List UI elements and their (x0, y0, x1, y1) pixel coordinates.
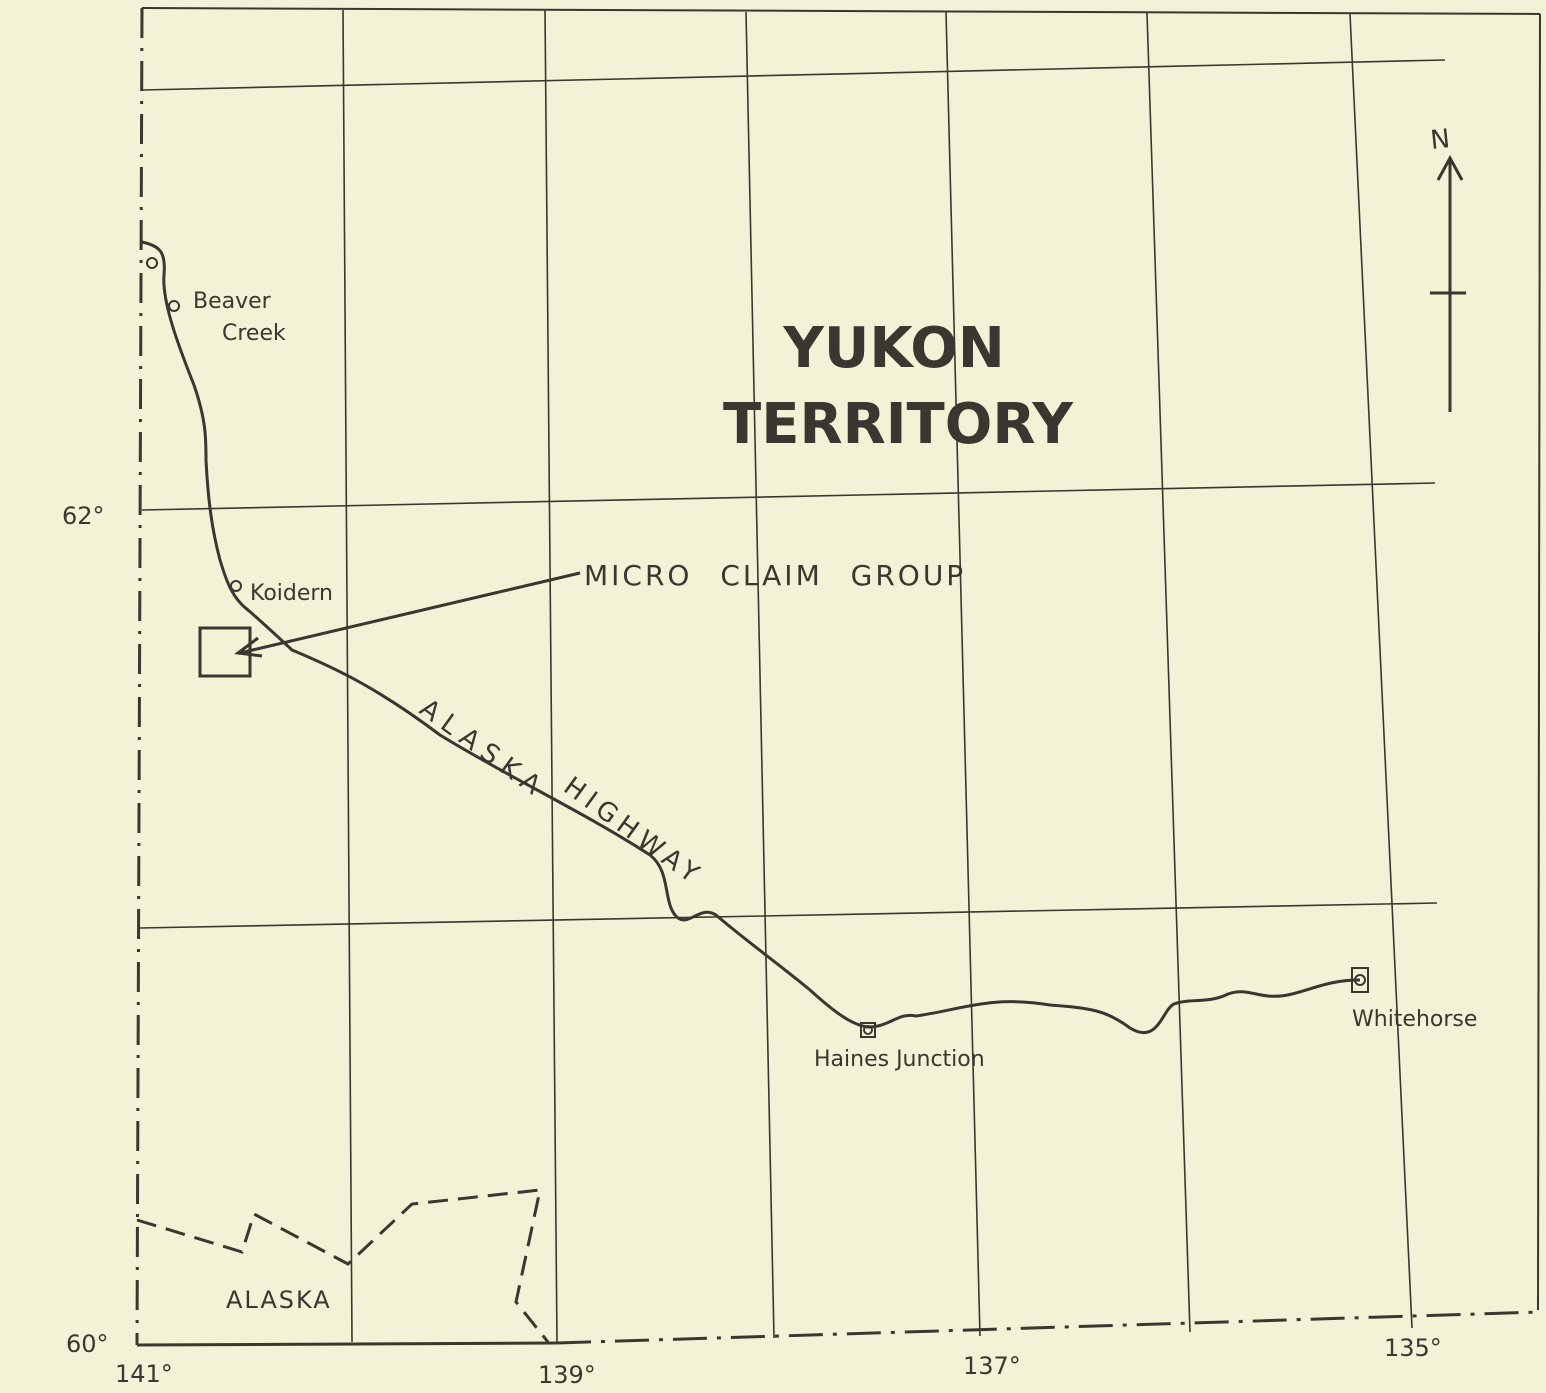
lon-label-139: 139° (538, 1361, 596, 1389)
north-label: N (1429, 124, 1451, 156)
alaska-label: ALASKA (226, 1286, 332, 1314)
koidern-marker (230, 580, 242, 592)
north-arrow (1430, 154, 1466, 412)
lat-label-62: 62° (62, 502, 105, 530)
haines-junction-marker (860, 1022, 876, 1038)
lon-label-141: 141° (115, 1360, 173, 1388)
alaska-panhandle-boundary (136, 1188, 550, 1343)
lon-label-135: 135° (1384, 1334, 1442, 1362)
highway-label-alaska: ALASKA (414, 693, 553, 805)
alaska-highway-route (141, 240, 1361, 1035)
haines-junction-label: Haines Junction (814, 1047, 985, 1072)
south-edge-60 (136, 1341, 558, 1347)
whitehorse-label: Whitehorse (1352, 1007, 1477, 1032)
whitehorse-marker (1351, 967, 1369, 993)
international-boundary (135, 7, 1541, 1346)
beaver-creek-label-line2: Creek (222, 321, 286, 346)
parallel-lines (139, 59, 1446, 929)
region-title-line1: YUKON (782, 316, 1004, 381)
claim-callout-label: MICRO CLAIM GROUP (584, 559, 966, 592)
claim-callout-arrow (234, 571, 581, 658)
region-title-line2: TERRITORY (723, 392, 1074, 457)
lon-label-137: 137° (963, 1352, 1021, 1380)
lat-label-60: 60° (66, 1330, 109, 1358)
map-frame (141, 7, 1541, 1311)
highway-label-highway: HIGHWAY (558, 771, 709, 892)
beaver-creek-marker (168, 300, 180, 312)
settlement-marker-north (146, 257, 158, 269)
beaver-creek-label-line1: Beaver (193, 289, 272, 314)
koidern-label: Koidern (250, 581, 333, 606)
meridian-lines (342, 9, 1413, 1343)
